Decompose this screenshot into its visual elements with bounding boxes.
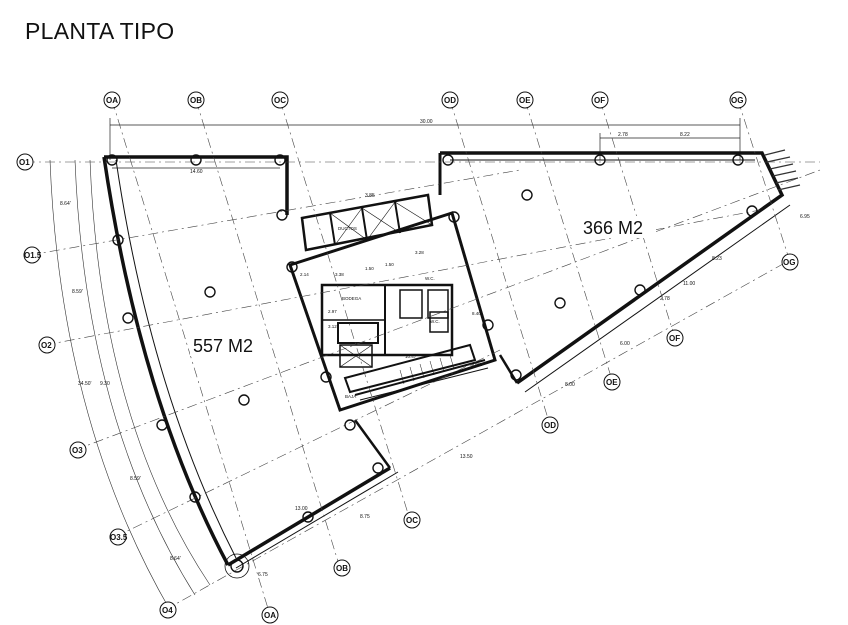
grid-bottom-f: OF — [669, 334, 680, 343]
right-wing-outline — [438, 151, 791, 393]
dim-right-5: 6.00 — [620, 341, 630, 347]
grid-top-b: OB — [190, 96, 202, 105]
core-dim-3: 3.28 — [415, 250, 424, 255]
grid-top-g: OG — [731, 96, 743, 105]
dim-right-1: 6.95 — [800, 214, 810, 220]
grid-top-a: OA — [106, 96, 118, 105]
core-dim-8: 2.97 — [328, 309, 337, 314]
core-dim-9: 3.12 — [328, 324, 337, 329]
page-title: PLANTA TIPO — [25, 18, 175, 44]
grid-bubbles-top — [103, 91, 747, 109]
area-label-bg-left — [190, 334, 266, 356]
dim-diag-long: 13.50 — [460, 454, 473, 460]
grid-top-f: OF — [594, 96, 605, 105]
core-dim-6: 10.47 — [405, 354, 417, 359]
dim-arc-2: 8.59' — [72, 289, 83, 295]
grid-left-2: O2 — [41, 341, 52, 350]
grid-left-1-5: O1.5 — [24, 251, 42, 260]
left-wing-outline — [102, 155, 399, 569]
core-dim-7: 8.40 — [472, 311, 481, 316]
structural-columns — [106, 154, 758, 579]
area-label-right: 366 M2 — [583, 218, 643, 238]
room-bodega: BODEGA — [342, 296, 361, 301]
grid-left-4: O4 — [162, 606, 173, 615]
dim-right-3: 11.00 — [683, 281, 695, 287]
grid-left-3: O3 — [72, 446, 83, 455]
dim-arc-5: 8.59' — [130, 476, 141, 482]
grid-bottom-e: OE — [606, 378, 618, 387]
area-label-bg-right — [580, 216, 656, 238]
grid-bottom-d: OD — [544, 421, 556, 430]
dim-bottom-3: 13.00 — [295, 506, 308, 512]
core-dim-5: 2.14 — [300, 272, 309, 277]
dim-arc-1: 8.64' — [60, 201, 71, 207]
grid-bubbles-left — [16, 153, 177, 619]
dim-top-segment-b: 2.78 — [618, 132, 628, 138]
grid-bottom-b: OB — [336, 564, 348, 573]
core-dim-2: 1.50 — [385, 262, 394, 267]
hatched-detail — [764, 149, 801, 191]
grid-bottom-a: OA — [264, 611, 276, 620]
room-wc-1: W.C. — [425, 276, 435, 281]
dim-top-segment-c: 8.22 — [680, 132, 690, 138]
top-dimension-lines — [109, 118, 741, 169]
dim-right-6: 8.00 — [565, 382, 575, 388]
room-ductos: DUCTOS — [338, 226, 357, 231]
dim-bottom-2: 6.75 — [258, 572, 268, 578]
grid-bottom-c: OC — [406, 516, 418, 525]
room-wc-2: W.C. — [430, 319, 440, 324]
stair-baja: BAJA — [345, 394, 356, 399]
grid-bubbles-bottom-left — [261, 511, 421, 624]
dim-top-overall: 30.00 — [420, 119, 433, 125]
stair-sube: SUBE — [470, 362, 482, 367]
grid-top-d: OD — [444, 96, 456, 105]
dim-top-segment-a: 14.60 — [190, 169, 203, 175]
core-dim-4: 3.38 — [335, 272, 344, 277]
dim-arc-3: 34.50' — [78, 381, 92, 387]
grid-top-e: OE — [519, 96, 531, 105]
core-dim-1: 1.50 — [365, 266, 374, 271]
dim-arc-6: 8.64' — [170, 556, 181, 562]
arc-guides — [49, 159, 211, 611]
dim-right-4: 2.78 — [660, 296, 670, 302]
grid-top-c: OC — [274, 96, 286, 105]
grid-bubbles-bottom-right — [541, 253, 799, 434]
central-core — [288, 193, 497, 412]
grid-left-1: O1 — [19, 158, 30, 167]
area-label-left: 557 M2 — [193, 336, 253, 356]
dim-bottom-1: 8.75 — [360, 514, 370, 520]
dim-arc-4: 9.30 — [100, 381, 110, 387]
grid-bottom-g: OG — [783, 258, 795, 267]
grid-left-3-5: O3.5 — [110, 533, 128, 542]
dim-right-2: 8.23 — [712, 256, 722, 262]
